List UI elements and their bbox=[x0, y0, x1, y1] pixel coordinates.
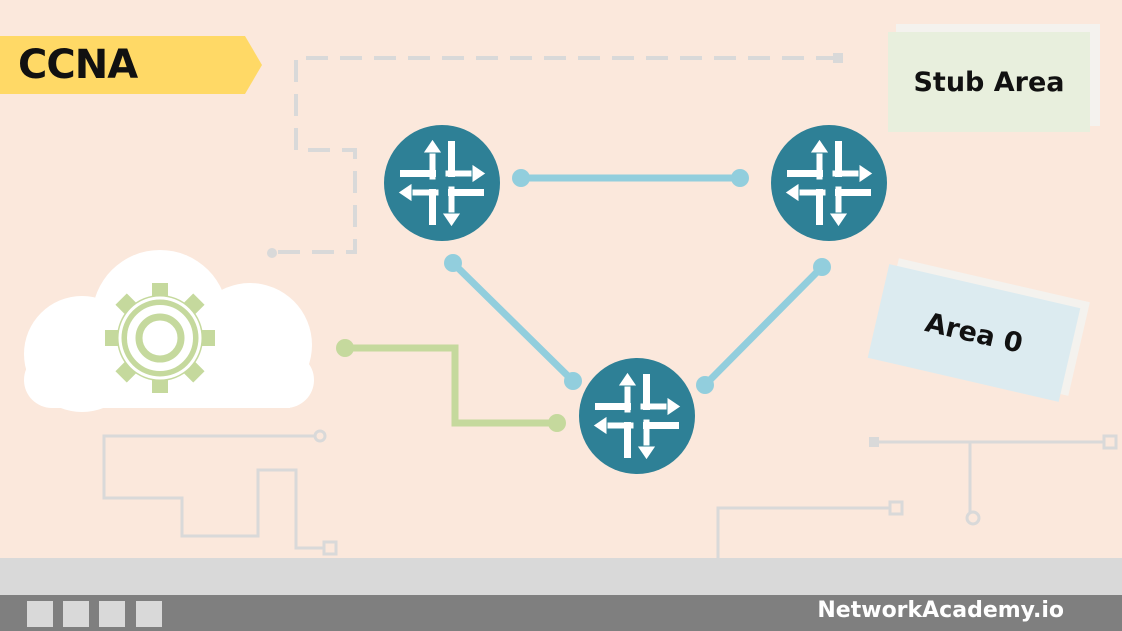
router-icon-bottom bbox=[578, 357, 696, 475]
link-right bbox=[702, 264, 825, 388]
badge-label: CCNA bbox=[18, 42, 138, 88]
footer-square bbox=[63, 601, 89, 627]
stub-area-label: Stub Area bbox=[913, 66, 1065, 98]
badge-shape bbox=[0, 36, 262, 94]
footer-band bbox=[0, 558, 1122, 595]
dash-end-dot bbox=[267, 248, 277, 258]
router-links bbox=[450, 174, 825, 388]
footer-square bbox=[136, 601, 162, 627]
link-left bbox=[450, 260, 576, 384]
cloud-icon bbox=[24, 250, 314, 412]
footer-square bbox=[27, 601, 53, 627]
gear-icon bbox=[105, 283, 215, 393]
green-link bbox=[336, 339, 566, 432]
circuit-decoration-left bbox=[102, 434, 324, 550]
stub-area-note: Stub Area bbox=[888, 32, 1090, 132]
dashed-decoration bbox=[272, 56, 838, 254]
footer-bar: NetworkAcademy.io bbox=[0, 595, 1122, 631]
area0-label: Area 0 bbox=[922, 306, 1026, 360]
router-icon-top-left bbox=[383, 124, 501, 242]
dash-end-square bbox=[833, 53, 843, 63]
footer-brand: NetworkAcademy.io bbox=[817, 598, 1064, 623]
router-icon-top-right bbox=[770, 124, 888, 242]
footer-square bbox=[99, 601, 125, 627]
circuit-decoration-right bbox=[716, 440, 1104, 558]
title-badge: CCNA bbox=[0, 36, 262, 94]
